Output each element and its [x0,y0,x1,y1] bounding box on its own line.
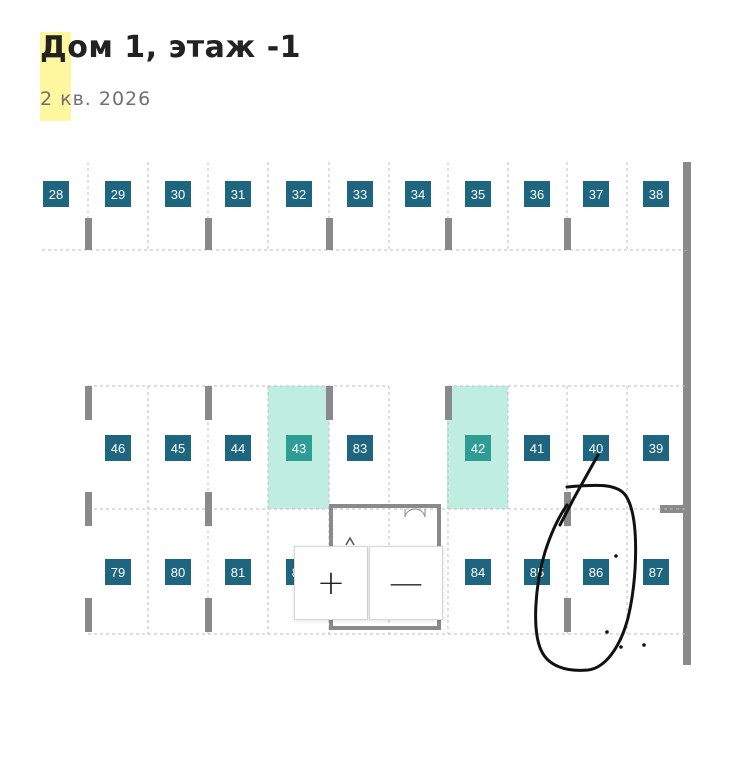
annotation-dot [642,643,646,647]
parking-spot-number: 41 [530,441,544,456]
parking-spot-number: 30 [171,187,185,202]
parking-spot-number: 86 [589,565,603,580]
parking-spot-42[interactable]: 42 [465,435,491,461]
parking-spot-number: 44 [231,441,245,456]
zoom-in-button[interactable]: + [294,546,368,620]
walls [660,162,691,665]
annotation-tick-stroke [558,453,600,527]
annotation-circle [534,483,638,672]
parking-spot-number: 35 [471,187,485,202]
completion-date: 2 кв. 2026 [40,88,152,110]
parking-spot-number: 87 [649,565,663,580]
parking-spot-number: 45 [171,441,185,456]
parking-spot-79[interactable]: 79 [105,559,131,585]
annotation-dot [619,645,623,649]
parking-spot-28[interactable]: 28 [43,181,69,207]
parking-spot-37[interactable]: 37 [583,181,609,207]
parking-spot-number: 43 [292,441,306,456]
parking-spot-32[interactable]: 32 [286,181,312,207]
parking-spot-number: 40 [589,441,603,456]
annotation-dot [614,554,618,558]
zoom-out-button[interactable]: — [369,546,443,620]
parking-spot-number: 29 [111,187,125,202]
parking-spot-31[interactable]: 31 [225,181,251,207]
parking-spot-45[interactable]: 45 [165,435,191,461]
parking-spot-36[interactable]: 36 [524,181,550,207]
parking-spot-number: 38 [649,187,663,202]
parking-spot-84[interactable]: 84 [465,559,491,585]
parking-spot-39[interactable]: 39 [643,435,669,461]
parking-spot-41[interactable]: 41 [524,435,550,461]
parking-spot-29[interactable]: 29 [105,181,131,207]
title-highlight [40,32,71,121]
parking-spot-number: 39 [649,441,663,456]
parking-spot-38[interactable]: 38 [643,181,669,207]
parking-spot-80[interactable]: 80 [165,559,191,585]
parking-spot-44[interactable]: 44 [225,435,251,461]
hand-drawn-annotation [534,453,646,672]
parking-spot-number: 33 [353,187,367,202]
parking-spot-number: 28 [49,187,63,202]
pillars [85,218,691,632]
parking-spot-number: 81 [231,565,245,580]
parking-spot-number: 36 [530,187,544,202]
parking-spot-number: 84 [471,565,485,580]
parking-spot-number: 46 [111,441,125,456]
parking-spot-87[interactable]: 87 [643,559,669,585]
parking-spot-86[interactable]: 86 [583,559,609,585]
annotation-dot [605,630,609,634]
page-title: Дом 1, этаж -1 [40,30,302,65]
parking-spot-43[interactable]: 43 [286,435,312,461]
parking-spot-number: 83 [353,441,367,456]
parking-spot-30[interactable]: 30 [165,181,191,207]
parking-spot-46[interactable]: 46 [105,435,131,461]
parking-spot-number: 32 [292,187,306,202]
parking-spot-number: 37 [589,187,603,202]
parking-spot-33[interactable]: 33 [347,181,373,207]
parking-spot-number: 31 [231,187,245,202]
parking-spot-81[interactable]: 81 [225,559,251,585]
parking-spot-34[interactable]: 34 [405,181,431,207]
parking-spot-number: 34 [411,187,425,202]
parking-spot-number: 42 [471,441,485,456]
parking-spot-83[interactable]: 83 [347,435,373,461]
parking-spot-35[interactable]: 35 [465,181,491,207]
parking-spot-number: 80 [171,565,185,580]
parking-spot-number: 79 [111,565,125,580]
